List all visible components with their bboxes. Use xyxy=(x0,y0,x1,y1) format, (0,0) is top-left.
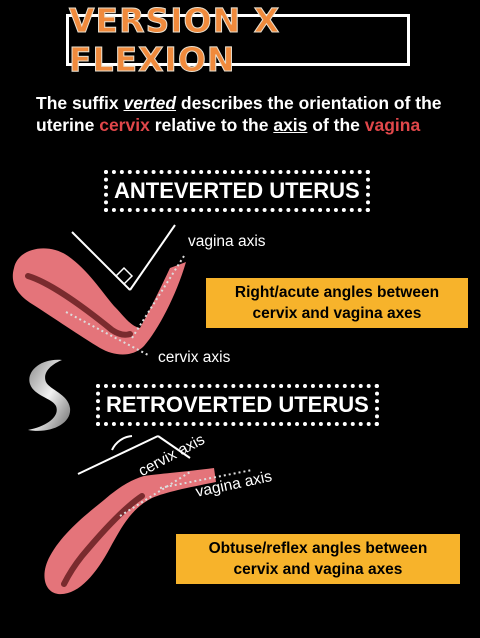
obtuse-angle-arc xyxy=(111,435,133,451)
s-shape-icon xyxy=(28,359,71,431)
intro-text-1: The suffix xyxy=(36,93,124,113)
intro-paragraph: The suffix verted describes the orientat… xyxy=(36,92,456,136)
anteverted-callout-line1: Right/acute angles between xyxy=(234,284,440,301)
anteverted-cervix-axis-dotted xyxy=(65,311,151,357)
retroverted-axis-line-left xyxy=(77,435,159,475)
intro-vagina: vagina xyxy=(364,115,421,135)
anteverted-vagina-axis-dotted xyxy=(131,255,185,339)
anteverted-vagina-axis-label: vagina axis xyxy=(188,233,266,250)
retroverted-vagina-axis-dotted xyxy=(159,469,253,489)
intro-text-2: describes the orientation of the uterine xyxy=(36,93,442,135)
retroverted-callout: Obtuse/reflex angles between cervix and … xyxy=(176,534,460,584)
anteverted-callout-line2: cervix and vagina axes xyxy=(252,305,422,322)
intro-text-3: relative to the xyxy=(149,115,274,135)
retroverted-callout-line1: Obtuse/reflex angles between xyxy=(208,540,428,557)
intro-cervix: cervix xyxy=(99,115,150,135)
intro-text-4: of the xyxy=(307,115,365,135)
right-angle-marker xyxy=(114,266,134,286)
retroverted-uterus-illustration xyxy=(44,435,253,595)
retroverted-uterus-label: RETROVERTED UTERUS xyxy=(96,384,379,426)
anteverted-cervix-axis-label: cervix axis xyxy=(158,349,231,366)
intro-verted: verted xyxy=(123,93,177,113)
anteverted-uterus-cavity xyxy=(25,273,133,338)
intro-axis: axis xyxy=(273,115,308,135)
retroverted-callout-line2: cervix and vagina axes xyxy=(233,561,403,578)
anteverted-uterus-illustration xyxy=(12,224,186,357)
anteverted-uterus-label: ANTEVERTED UTERUS xyxy=(104,170,370,212)
retroverted-uterus-cavity xyxy=(61,493,145,587)
page-title: VERSION X FLEXION xyxy=(69,1,281,80)
retroverted-uterus-body xyxy=(44,468,216,595)
anteverted-callout: Right/acute angles between cervix and va… xyxy=(206,278,468,328)
anteverted-uterus-body xyxy=(12,248,186,355)
anteverted-axis-line-right xyxy=(129,224,176,291)
retroverted-axis-line-right xyxy=(157,435,191,459)
title-box: VERSION X FLEXION xyxy=(66,1,410,80)
retroverted-cervix-axis-dotted xyxy=(119,471,191,517)
